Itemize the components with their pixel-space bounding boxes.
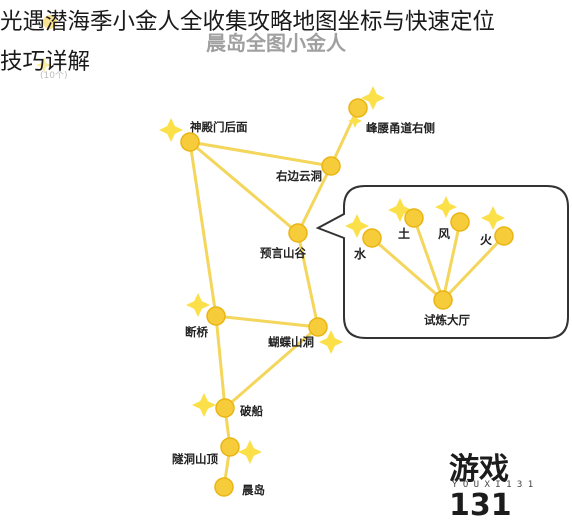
watermark-logo: 游戏131 YOUXI131	[449, 446, 564, 523]
label-tunnel-peak: 隧洞山顶	[172, 452, 218, 466]
star-water-icon	[345, 214, 369, 238]
path-butterfly-shipwreck	[223, 325, 320, 410]
label-prophecy-valley: 预言山谷	[260, 246, 306, 260]
node-prophecy-valley[interactable]	[288, 223, 308, 243]
label-broken-bridge: 断桥	[185, 325, 208, 339]
trial-hall-bubble	[315, 185, 569, 339]
path-hall-earth	[412, 216, 445, 302]
star-fire-icon	[481, 206, 505, 230]
map-subtitle: 晨岛全图小金人	[206, 31, 347, 55]
legend-area: (10个)	[36, 15, 67, 81]
label-shipwreck: 破船	[240, 404, 263, 418]
label-shendian-back: 神殿门后面	[190, 120, 248, 134]
headline-line-1: 光遇潜海季小金人全收集攻略地图坐标与快速定位	[0, 9, 496, 35]
trial-hall-paths	[370, 216, 506, 302]
star-markers	[159, 86, 505, 464]
article-headline: 光遇潜海季小金人全收集攻略地图坐标与快速定位 技巧详解	[0, 2, 572, 82]
watermark-sub: YOUXI131	[452, 480, 539, 490]
star-shipwreck-icon	[192, 393, 216, 417]
label-right-cave: 右边云洞	[275, 169, 322, 183]
star-earth-icon	[388, 198, 412, 222]
label-wind: 风	[438, 227, 450, 241]
node-right-cave[interactable]	[321, 156, 341, 176]
node-dawn-isle[interactable]	[214, 477, 234, 497]
label-dawn-isle: 晨岛	[242, 483, 265, 497]
star-butterfly-icon	[319, 330, 343, 354]
node-shendian-back[interactable]	[180, 132, 200, 152]
headline-line-2: 技巧详解	[0, 49, 91, 75]
star-wind-icon	[435, 196, 457, 218]
star-shendian-icon	[159, 118, 183, 142]
star-fengyao-icon	[361, 86, 385, 110]
location-labels: 神殿门后面 峰腰甬道右侧 右边云洞 预言山谷 断桥 蝴蝶山洞 破船 隧洞山顶 晨…	[172, 120, 493, 497]
star-bridge-icon	[186, 293, 210, 317]
node-trial-hall[interactable]	[433, 290, 453, 310]
label-butterfly-cave: 蝴蝶山洞	[268, 335, 314, 349]
path-shendian-bridge	[188, 140, 218, 318]
node-water[interactable]	[362, 228, 382, 248]
legend-star-icon	[36, 57, 52, 73]
map-canvas: (10个) 晨岛全图小金人	[36, 15, 569, 497]
legend-node-marker	[43, 15, 57, 29]
legend-count: (10个)	[40, 70, 67, 81]
node-broken-bridge[interactable]	[206, 306, 226, 326]
route-paths	[188, 106, 360, 489]
label-fire: 火	[480, 233, 493, 247]
path-bridge-butterfly	[214, 314, 320, 329]
path-hall-wind	[441, 220, 462, 302]
path-bridge-shipwreck	[214, 314, 227, 410]
node-shipwreck[interactable]	[215, 398, 235, 418]
path-shendian-valley	[188, 140, 300, 235]
star-tunnel-icon	[238, 440, 262, 464]
node-butterfly-cave[interactable]	[308, 317, 328, 337]
node-fengyao[interactable]	[348, 98, 368, 118]
path-hall-fire	[441, 234, 506, 302]
label-fengyao: 峰腰甬道右侧	[366, 121, 435, 135]
label-trial-hall: 试炼大厅	[424, 313, 470, 327]
location-nodes	[180, 98, 514, 497]
label-earth: 土	[398, 226, 410, 241]
path-valley-butterfly	[296, 231, 320, 329]
label-water: 水	[354, 246, 367, 261]
path-shendian-right-cave	[188, 140, 333, 168]
path-right-cave-valley	[296, 164, 333, 235]
node-fire[interactable]	[494, 226, 514, 246]
node-earth[interactable]	[404, 208, 424, 228]
node-wind[interactable]	[450, 212, 470, 232]
star-fengyao-2-icon	[348, 114, 362, 128]
path-hall-water	[370, 236, 445, 302]
node-tunnel-peak[interactable]	[220, 437, 240, 457]
